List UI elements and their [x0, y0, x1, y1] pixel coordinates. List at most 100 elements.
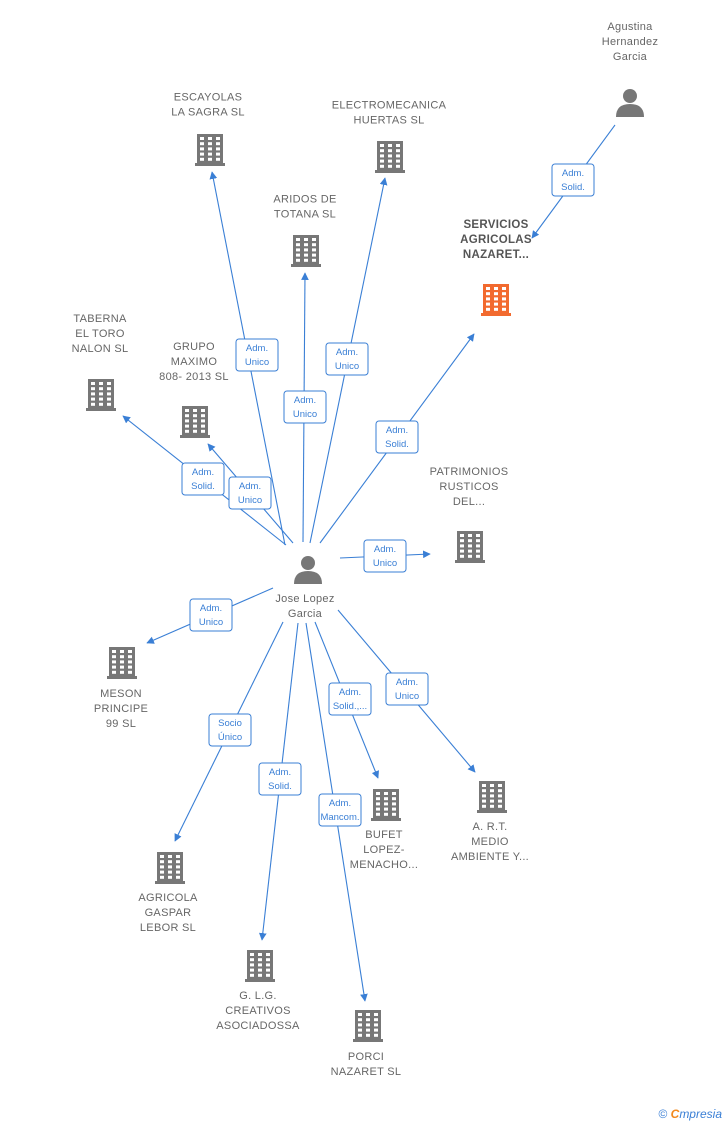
node-label: A. R.T. [472, 821, 507, 833]
empresia-brand[interactable]: © Cmpresia [658, 1107, 722, 1121]
edge-label-text: Unico [293, 409, 317, 420]
edge-label-text: Unico [238, 495, 262, 506]
edge-label-text: Adm. [192, 467, 214, 478]
edge-label-text: Adm. [246, 343, 268, 354]
building-icon [86, 379, 116, 411]
copyright-icon: © [658, 1107, 668, 1121]
edge-label-text: Unico [335, 361, 359, 372]
edge-label-box [325, 342, 369, 376]
node-label: 99 SL [106, 718, 136, 730]
edge-label-art[interactable]: Adm. Unico [385, 672, 429, 706]
node-label: ESCAYOLAS [174, 92, 243, 104]
building-icon [477, 781, 507, 813]
node-label: HUERTAS SL [353, 115, 424, 127]
edge-label-box [328, 682, 372, 716]
building-icon [195, 134, 225, 166]
edge-label-patrimonios[interactable]: Adm. Unico [363, 539, 407, 573]
edge-label-box [375, 420, 419, 454]
node-label: ASOCIADOSSA [216, 1020, 300, 1032]
edge-label-box [318, 793, 362, 827]
edge-label-servicios[interactable]: Adm.Solid. [375, 420, 419, 454]
node-label: SERVICIOS [463, 219, 528, 231]
edge-label-meson[interactable]: Adm.Unico [189, 598, 233, 632]
node-label: TOTANA SL [274, 209, 336, 221]
edge-label-escayolas[interactable]: Adm. Unico [235, 338, 279, 372]
node-label: Garcia [613, 51, 648, 63]
node-label: LA SAGRA SL [171, 107, 245, 119]
edge-label-porci[interactable]: Adm.Mancom. [318, 793, 362, 827]
edge-label-box [283, 390, 327, 424]
edge-label-taberna[interactable]: Adm.Solid. [181, 462, 225, 496]
person-icon [616, 89, 644, 117]
building-icon [455, 531, 485, 563]
building-icon [107, 647, 137, 679]
node-label: DEL... [453, 496, 485, 508]
edge-label-text: Unico [245, 357, 269, 368]
node-label: ELECTROMECANICA [332, 100, 447, 112]
node-label: AGRICOLA [138, 892, 198, 904]
edge-label-box [551, 163, 595, 197]
node-bufet[interactable]: BUFETLOPEZ-MENACHO... [350, 789, 418, 871]
node-label: MAXIMO [171, 356, 218, 368]
edge-label-text: Unico [373, 558, 397, 569]
building-icon [353, 1010, 383, 1042]
node-label: Hernandez [602, 36, 659, 48]
node-art[interactable]: A. R.T. MEDIO AMBIENTE Y... [451, 781, 529, 863]
edge-label-electromecanica[interactable]: Adm. Unico [325, 342, 369, 376]
node-patrimonios[interactable]: PATRIMONIOS RUSTICOS DEL... [430, 466, 509, 563]
node-label: Agustina [607, 21, 653, 33]
edge-label-box [385, 672, 429, 706]
node-label: AGRICOLAS [460, 234, 532, 246]
building-icon [155, 852, 185, 884]
node-label: GASPAR [145, 907, 192, 919]
node-label: MEDIO [471, 836, 509, 848]
node-label: ARIDOS DE [273, 194, 336, 206]
edge-label-servicios[interactable]: Adm.Solid. [551, 163, 595, 197]
building-icon [291, 235, 321, 267]
edge-label-text: Solid. [561, 182, 585, 193]
node-label: Jose Lopez [275, 593, 334, 605]
building-icon [245, 950, 275, 982]
brand-initial: C [670, 1107, 680, 1121]
node-label: MENACHO... [350, 859, 418, 871]
edge-label-text: Adm. [294, 395, 316, 406]
edge-label-bufet[interactable]: Adm. Solid.,... [328, 682, 372, 716]
node-electromecanica[interactable]: ELECTROMECANICA HUERTAS SL [332, 100, 447, 174]
edge-label-box [208, 713, 252, 747]
node-label: AMBIENTE Y... [451, 851, 529, 863]
edge-label-text: Único [218, 732, 242, 743]
edge-label-glg[interactable]: Adm.Solid. [258, 762, 302, 796]
edge-label-text: Adm. [339, 687, 361, 698]
node-label: BUFET [365, 829, 403, 841]
edge-label-text: Unico [395, 691, 419, 702]
node-label: EL TORO [75, 328, 125, 340]
building-icon [371, 789, 401, 821]
edge-label-text: Adm. [396, 677, 418, 688]
node-label: PORCI [348, 1051, 384, 1063]
edge-label-text: Adm. [374, 544, 396, 555]
edge-label-text: Adm. [336, 347, 358, 358]
edge-label-text: Adm. [269, 767, 291, 778]
node-label: GRUPO [173, 341, 215, 353]
node-label: PATRIMONIOS [430, 466, 509, 478]
node-escayolas[interactable]: ESCAYOLAS LA SAGRA SL [171, 92, 245, 167]
edge-label-text: Solid.,... [333, 701, 367, 712]
building-icon [375, 141, 405, 173]
node-servicios[interactable]: SERVICIOSAGRICOLASNAZARET... [460, 219, 532, 316]
node-label: RUSTICOS [439, 481, 498, 493]
edge-label-aridos[interactable]: Adm. Unico [283, 390, 327, 424]
node-aridos[interactable]: ARIDOS DE TOTANA SL [273, 194, 336, 268]
edge-label-grupo[interactable]: Adm.Unico [228, 476, 272, 510]
edge-label-box [228, 476, 272, 510]
